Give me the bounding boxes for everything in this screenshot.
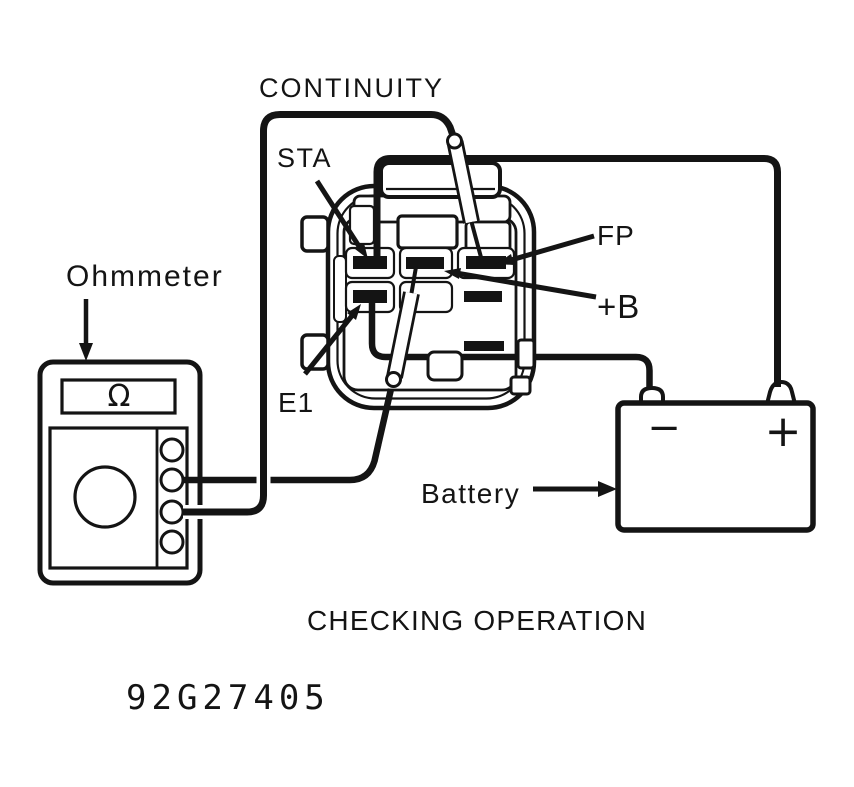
ohmmeter-terminal-3 — [159, 499, 185, 525]
connector-top-tab — [379, 161, 502, 199]
lower-probe-body — [388, 291, 418, 379]
ohmmeter-terminals — [159, 437, 185, 555]
ohmmeter-arrowhead-icon — [79, 343, 93, 361]
continuity-label: CONTINUITY — [259, 73, 444, 103]
plus-b-arrowhead-icon — [444, 268, 461, 279]
ohmmeter-label: Ohmmeter — [66, 260, 224, 293]
fp-arrow-line — [503, 233, 595, 265]
plus-b-arrow-line — [455, 270, 597, 300]
terminal-detail-bar-1 — [464, 291, 502, 302]
ohmmeter-drawing — [37, 359, 203, 586]
battery-minus-sign: − — [647, 405, 681, 451]
terminal-fp — [466, 256, 506, 269]
wire-battery-negative-to-e1 — [368, 302, 653, 388]
connector-corner-tab — [509, 375, 532, 396]
connector-drawing — [300, 161, 537, 411]
battery-plus-sign: + — [765, 406, 802, 457]
wire-battery-positive-to-sta — [373, 155, 781, 387]
upper-probe — [446, 132, 484, 262]
upper-probe-tip — [469, 221, 484, 262]
wires — [183, 107, 781, 519]
ohmmeter-dial — [73, 465, 137, 529]
labels: CONTINUITY STA Ohmmeter FP +B E1 Battery… — [66, 73, 801, 718]
terminal-e1 — [353, 290, 387, 303]
battery-arrowhead-icon — [598, 481, 617, 497]
e1-label: E1 — [278, 387, 314, 418]
ohmmeter-terminal-4 — [159, 529, 185, 555]
battery-label: Battery — [421, 478, 520, 509]
sta-arrow-line — [314, 179, 365, 253]
fp-label: FP — [597, 220, 635, 251]
sta-label: STA — [277, 143, 332, 173]
terminal-sta — [353, 256, 387, 269]
battery-drawing — [615, 379, 816, 533]
e1-arrowhead-icon — [347, 304, 361, 320]
ohm-symbol: Ω — [108, 379, 131, 414]
connector-waist-slot — [333, 255, 347, 323]
terminal-plus-b — [406, 257, 444, 269]
connector-left-tab-lower — [300, 333, 330, 371]
e1-arrow-line — [303, 310, 357, 376]
upper-probe-cap — [446, 132, 463, 150]
wire-continuity-loop — [183, 111, 458, 516]
connector-left-tab-upper — [300, 215, 330, 253]
battery-box — [615, 400, 816, 533]
sta-arrowhead-icon — [355, 243, 368, 259]
connector-step-middle — [396, 214, 459, 250]
terminal-slots — [353, 256, 506, 351]
ohmmeter-terminal-2 — [159, 467, 185, 493]
connector-overlay — [426, 338, 536, 396]
fp-arrowhead-icon — [496, 254, 514, 265]
connector-right-tab — [516, 338, 536, 370]
lower-probe-tip — [409, 266, 418, 294]
ohmmeter-display — [60, 378, 177, 415]
ohmmeter-terminal-1 — [159, 437, 185, 463]
connector-bottom-slot — [426, 350, 464, 382]
leader-arrows — [79, 179, 617, 497]
terminal-detail-bar-2 — [464, 341, 504, 351]
caption-checking-operation: CHECKING OPERATION — [307, 605, 647, 636]
plus-b-label: +B — [597, 288, 640, 325]
upper-probe-body — [449, 140, 478, 224]
wire-ohmmeter-to-lower-probe — [183, 388, 395, 484]
lower-probe-cap — [385, 371, 402, 388]
figure-code: 92G27405 — [126, 678, 330, 718]
lower-probe — [385, 266, 420, 388]
